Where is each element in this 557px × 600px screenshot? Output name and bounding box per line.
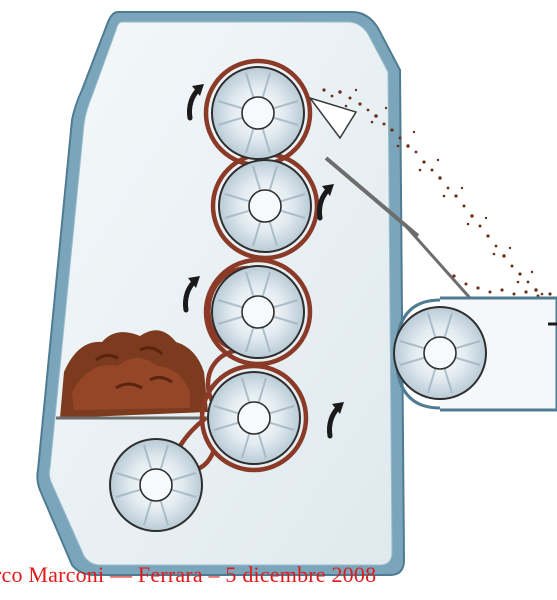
roller-4 [208, 372, 300, 464]
chute-plate [404, 224, 470, 298]
roller-3 [212, 266, 304, 358]
footer-caption: rco Marconi — Ferrara – 5 dicembre 2008 [0, 562, 557, 588]
roller-bottom [110, 439, 202, 531]
roller-1 [212, 67, 304, 159]
output-roller [394, 307, 486, 399]
roller-2 [219, 160, 311, 252]
